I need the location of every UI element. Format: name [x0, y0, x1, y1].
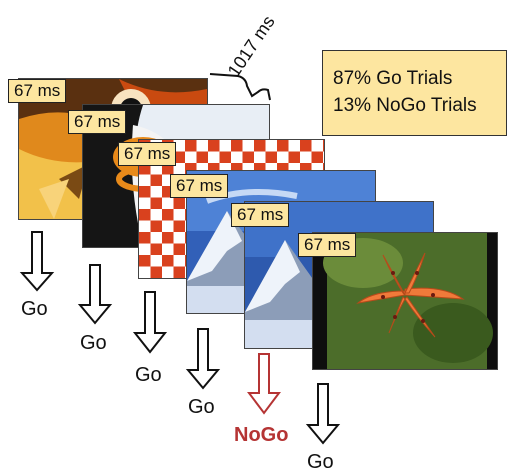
- go-arrow-1: [19, 231, 55, 292]
- go-proportion: 87% Go Trials: [333, 68, 453, 89]
- timing-bracket: [209, 73, 271, 101]
- response-label: Go: [21, 298, 48, 320]
- duration-tag: 67 ms: [68, 110, 127, 134]
- response-label-nogo: NoGo: [234, 424, 289, 446]
- go-arrow-6: [305, 383, 341, 445]
- response-label: Go: [307, 451, 334, 473]
- go-arrow-3: [132, 291, 168, 354]
- duration-tag: 67 ms: [118, 142, 177, 166]
- response-label: Go: [80, 332, 107, 354]
- trial-proportions-box: 87% Go Trials 13% NoGo Trials: [322, 50, 507, 136]
- duration-tag: 67 ms: [231, 203, 290, 227]
- duration-tag: 67 ms: [298, 233, 357, 257]
- nogo-proportion: 13% NoGo Trials: [333, 95, 477, 116]
- duration-tag: 67 ms: [170, 174, 229, 198]
- response-label: Go: [188, 396, 215, 418]
- duration-tag: 67 ms: [8, 79, 67, 103]
- nogo-arrow: [247, 353, 281, 415]
- go-arrow-2: [77, 264, 113, 325]
- go-arrow-4: [185, 328, 221, 390]
- response-label: Go: [135, 364, 162, 386]
